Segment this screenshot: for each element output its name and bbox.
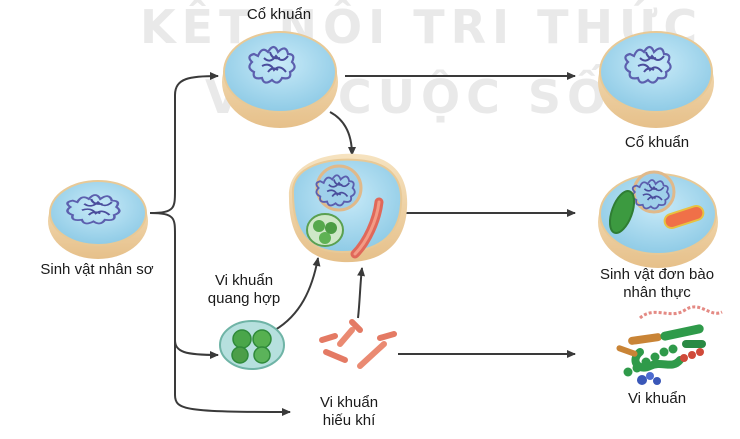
eukaryote-nucleus (631, 170, 676, 214)
watermark-line-1: KẾT NỐI TRI THỨC (140, 0, 704, 54)
eukaryote-mitochondrion (663, 204, 705, 230)
arrows (149, 72, 576, 416)
archaea-cell-top (222, 31, 338, 128)
label-eukaryote-line1: Sinh vật đơn bào (599, 266, 715, 283)
label-archaea-right: Cổ khuẩn (624, 134, 690, 151)
arrow-archaea-to-host (329, 111, 356, 156)
label-eukaryote-line2: nhân thực (623, 284, 691, 301)
host-nucleus (315, 164, 363, 212)
label-aerobic-line1: Vi khuẩn (319, 394, 379, 411)
aerobic-bacteria (319, 319, 397, 369)
host-chloroplast (306, 213, 344, 247)
arrow-aerobic-to-host (357, 267, 366, 319)
label-bacteria: Vi khuẩn (627, 390, 687, 407)
arrow-photosynthetic-to-host (274, 257, 321, 331)
archaea-cell-right (598, 31, 714, 128)
photosynthetic-bacterium (219, 320, 285, 370)
label-prokaryote: Sinh vật nhân sơ (40, 261, 154, 278)
label-aerobic-line2: hiếu khí (322, 412, 376, 429)
bacteria-cluster (616, 305, 723, 385)
eukaryote-chloroplast (608, 190, 636, 234)
eukaryote-cell (598, 170, 718, 268)
host-cell (288, 153, 408, 263)
arrow-prokaryote-to-photosynthetic (149, 212, 219, 359)
arrow-prokaryote-to-archaea (149, 72, 219, 214)
label-photosynthetic-line1: Vi khuẩn (214, 272, 274, 289)
prokaryote-cell (48, 180, 148, 259)
arrow-prokaryote-to-aerobic (174, 335, 291, 416)
label-photosynthetic-line2: quang hợp (207, 290, 281, 307)
label-archaea-top: Cổ khuẩn (246, 6, 312, 23)
